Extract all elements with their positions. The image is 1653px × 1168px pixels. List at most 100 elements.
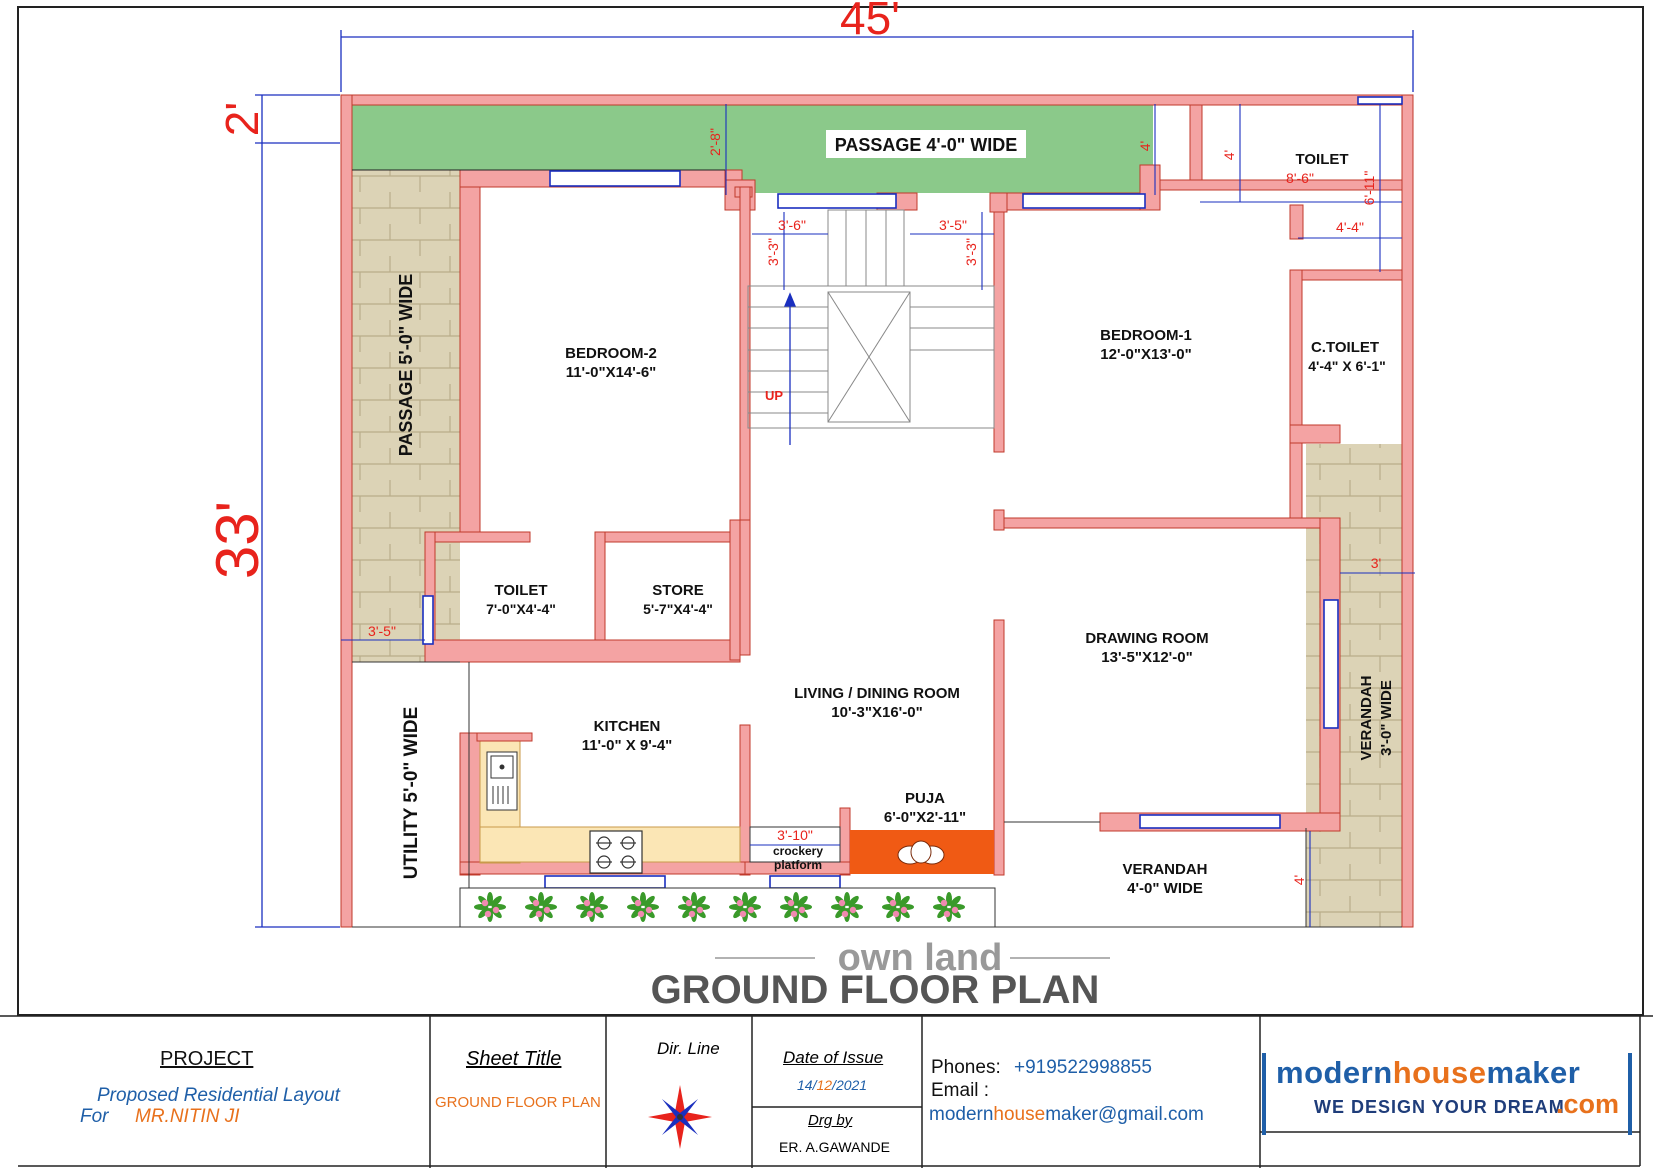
project-label: PROJECT <box>160 1048 254 1070</box>
puja-lotus-icon <box>897 840 945 865</box>
project-description: Proposed Residential Layout <box>97 1085 340 1106</box>
bedroom2-size: 11'-0"X14'-6" <box>566 364 657 381</box>
verandah-bottom-size: 4'-0" WIDE <box>1127 880 1203 897</box>
toilet2-size: 7'-0"X4'-4" <box>486 601 556 617</box>
crockery-label-2: platform <box>774 858 822 872</box>
toilet-top-size: 8'-6" <box>1286 170 1314 186</box>
email-part-3: maker <box>1045 1104 1098 1125</box>
dim-4-4: 4'-4" <box>1336 219 1364 235</box>
drawing-name: DRAWING ROOM <box>1085 630 1208 647</box>
drg-by-label: Drg by <box>808 1112 853 1129</box>
plant-icon <box>933 892 965 922</box>
email-part-4: @gmail.com <box>1098 1104 1204 1125</box>
dim-4-verandah: 4' <box>1291 875 1307 885</box>
dir-line-label: Dir. Line <box>657 1039 720 1058</box>
dim-3-3-right: 3'-3" <box>963 238 979 266</box>
phones-value: +919522998855 <box>1014 1057 1152 1078</box>
brand-wordmark: modernhousemaker <box>1276 1055 1580 1091</box>
plant-icon <box>780 892 812 922</box>
puja-size: 6'-0"X2'-11" <box>884 809 966 826</box>
phones-row: Phones: +919522998855 <box>931 1057 1152 1079</box>
plant-icon <box>474 892 506 922</box>
plan-title: GROUND FLOOR PLAN <box>651 968 1100 1012</box>
plant-icon <box>627 892 659 922</box>
date-month: 12 <box>816 1077 833 1093</box>
plant-icons <box>474 892 965 922</box>
brand-part-2: house <box>1392 1055 1487 1090</box>
email-part-2: house <box>993 1104 1046 1125</box>
date-year: 2021 <box>835 1077 868 1093</box>
sheet-title-label: Sheet Title <box>466 1048 562 1070</box>
date-value: 14/12/2021 <box>797 1077 868 1093</box>
plant-icon <box>729 892 761 922</box>
brand-tagline: WE DESIGN YOUR DREAM <box>1314 1097 1565 1117</box>
bedroom1-size: 12'-0"X13'-0" <box>1100 346 1191 363</box>
passage-left-paving <box>352 170 460 662</box>
brand-logo: modernhousemaker WE DESIGN YOUR DREAM .c… <box>1262 1053 1632 1135</box>
phones-label: Phones: <box>931 1057 1001 1078</box>
verandah-right-label-1: VERANDAH <box>1358 675 1375 760</box>
kitchen-sink <box>486 751 518 811</box>
dim-3-10: 3'-10" <box>777 827 813 843</box>
dim-3-5-left: 3'-5" <box>368 623 396 639</box>
stair-up-label: UP <box>765 388 783 403</box>
project-for: For <box>80 1106 109 1127</box>
plant-icon <box>678 892 710 922</box>
passage-left-label: PASSAGE 5'-0" WIDE <box>396 274 416 457</box>
living-size: 10'-3"X16'-0" <box>831 704 922 721</box>
sheet-border <box>17 6 1644 1016</box>
brand-part-3: maker <box>1486 1055 1581 1090</box>
bedroom1-name: BEDROOM-1 <box>1100 327 1192 344</box>
kitchen-stove <box>589 830 643 874</box>
sheet-title-value: GROUND FLOOR PLAN <box>435 1094 601 1111</box>
windows <box>422 96 1403 889</box>
kitchen-name: KITCHEN <box>594 718 661 735</box>
inner-dimension-lines <box>341 104 1415 927</box>
store-name: STORE <box>652 582 703 599</box>
stair-up-arrow <box>784 292 796 445</box>
toilet-top-name: TOILET <box>1295 151 1348 168</box>
dim-4-toilet: 4' <box>1221 150 1237 160</box>
utility-label: UTILITY 5'-0" WIDE <box>401 707 422 880</box>
dim-4-passage: 4' <box>1137 141 1153 151</box>
staircase <box>747 209 995 429</box>
north-compass-icon <box>648 1085 712 1149</box>
plant-icon <box>882 892 914 922</box>
email-part-1: modern <box>929 1104 994 1125</box>
date-label: Date of Issue <box>783 1048 884 1067</box>
dimension-texts: 2'-8" 4' 4' 6'-11" 4'-4" 3'-6" 3'-5" 3'-… <box>368 128 1381 885</box>
plant-icon <box>525 892 557 922</box>
front-strip-dim: 2' <box>216 102 268 136</box>
toilet2-name: TOILET <box>494 582 547 599</box>
email-value[interactable]: modernhousemaker@gmail.com <box>929 1104 1204 1126</box>
dim-3-3-left: 3'-3" <box>765 238 781 266</box>
puja-name: PUJA <box>905 790 945 807</box>
ctoilet-name: C.TOILET <box>1311 339 1379 356</box>
brand-com: .com <box>1556 1089 1620 1119</box>
overall-height-dim: 33' <box>204 501 271 579</box>
title-block-grid <box>0 1015 1653 1168</box>
drawing-size: 13'-5"X12'-0" <box>1101 649 1192 666</box>
dim-3-5-top: 3'-5" <box>939 217 967 233</box>
plant-icon <box>831 892 863 922</box>
plant-icon <box>576 892 608 922</box>
own-land-label: own land <box>838 937 1003 979</box>
email-label: Email : <box>931 1080 990 1101</box>
store-size: 5'-7"X4'-4" <box>643 601 713 617</box>
date-day: 14 <box>797 1077 813 1093</box>
dim-3-verandah: 3' <box>1371 555 1381 571</box>
dim-2-8: 2'-8" <box>707 128 723 156</box>
room-labels: PASSAGE 4'-0" WIDE PASSAGE 5'-0" WIDE UT… <box>396 130 1395 897</box>
drg-by-value: ER. A.GAWANDE <box>779 1139 890 1155</box>
dim-6-11: 6'-11" <box>1361 171 1377 206</box>
overall-dimensions <box>255 30 1414 928</box>
overall-width-dim: 45' <box>840 0 900 44</box>
dim-3-6: 3'-6" <box>778 217 806 233</box>
verandah-right-label-2: 3'-0" WIDE <box>1378 680 1395 756</box>
living-name: LIVING / DINING ROOM <box>794 685 960 702</box>
kitchen-size: 11'-0" X 9'-4" <box>582 737 673 754</box>
bedroom2-name: BEDROOM-2 <box>565 345 657 362</box>
crockery-label-1: crockery <box>773 844 823 858</box>
verandah-bottom-name: VERANDAH <box>1122 861 1207 878</box>
